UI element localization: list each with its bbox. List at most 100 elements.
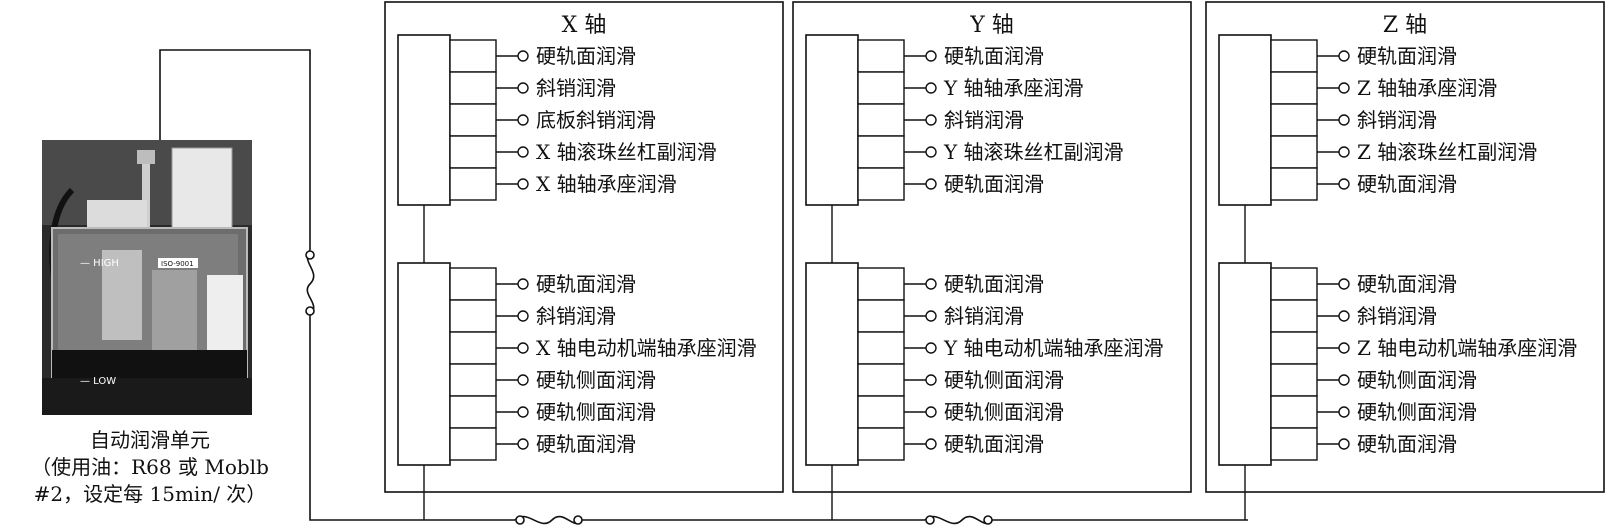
lower-port xyxy=(450,364,496,396)
upper-point-label: Y 轴轴承座润滑 xyxy=(943,76,1084,100)
upper-outlet-node xyxy=(926,51,936,61)
upper-outlet-node xyxy=(1339,179,1349,189)
lower-outlet-node xyxy=(1339,343,1349,353)
upper-point-label: 硬轨面润滑 xyxy=(536,44,636,68)
supply-pipes xyxy=(160,50,1248,524)
upper-point-label: 硬轨面润滑 xyxy=(944,172,1044,196)
lower-point-label: Y 轴电动机端轴承座润滑 xyxy=(943,336,1164,360)
upper-point-label: 斜销润滑 xyxy=(1357,108,1437,132)
upper-port xyxy=(1271,136,1317,168)
lower-point-label: 斜销润滑 xyxy=(1357,304,1437,328)
lower-port xyxy=(450,268,496,300)
upper-distributor xyxy=(398,35,450,205)
lower-distributor xyxy=(806,263,858,465)
lower-port xyxy=(1271,428,1317,460)
lower-port xyxy=(858,364,904,396)
upper-outlet-node xyxy=(518,83,528,93)
lower-outlet-node xyxy=(1339,311,1349,321)
pipe-joint xyxy=(574,516,582,524)
level-low-label: — LOW xyxy=(80,376,116,387)
lower-outlet-node xyxy=(518,439,528,449)
upper-outlet-node xyxy=(926,115,936,125)
unit-caption-line2: （使用油：R68 或 Moblb xyxy=(0,455,300,480)
lower-port xyxy=(1271,364,1317,396)
upper-point-label: Y 轴滚珠丝杠副润滑 xyxy=(943,140,1124,164)
lower-point-label: 硬轨面润滑 xyxy=(536,272,636,296)
lower-point-label: X 轴电动机端轴承座润滑 xyxy=(536,336,757,360)
level-high-label: — HIGH xyxy=(80,258,119,269)
lower-port xyxy=(858,332,904,364)
lower-point-label: 硬轨面润滑 xyxy=(944,272,1044,296)
upper-port xyxy=(450,72,496,104)
upper-port xyxy=(1271,40,1317,72)
upper-point-label: 斜销润滑 xyxy=(536,76,616,100)
upper-outlet-node xyxy=(1339,83,1349,93)
lower-port xyxy=(858,300,904,332)
lower-point-label: 硬轨侧面润滑 xyxy=(944,400,1064,424)
axis-title: Z 轴 xyxy=(1383,13,1427,38)
lower-outlet-node xyxy=(926,407,936,417)
upper-outlet-node xyxy=(518,115,528,125)
upper-outlet-node xyxy=(518,179,528,189)
axis-title: Y 轴 xyxy=(969,13,1014,38)
lower-point-label: 硬轨面润滑 xyxy=(944,432,1044,456)
pipe-joint xyxy=(306,251,314,259)
lower-outlet-node xyxy=(1339,439,1349,449)
lower-port xyxy=(450,300,496,332)
upper-port xyxy=(858,40,904,72)
upper-outlet-node xyxy=(926,179,936,189)
pipe-joint xyxy=(926,516,934,524)
upper-outlet-node xyxy=(926,83,936,93)
lower-point-label: 硬轨面润滑 xyxy=(1357,272,1457,296)
lower-point-label: 硬轨侧面润滑 xyxy=(1357,400,1477,424)
lower-port xyxy=(1271,332,1317,364)
lower-point-label: 硬轨面润滑 xyxy=(536,432,636,456)
lower-point-label: Z 轴电动机端轴承座润滑 xyxy=(1357,336,1577,360)
upper-port xyxy=(858,104,904,136)
upper-port xyxy=(858,168,904,200)
lower-point-label: 硬轨面润滑 xyxy=(1357,432,1457,456)
lower-outlet-node xyxy=(926,279,936,289)
upper-distributor xyxy=(1219,35,1271,205)
lower-outlet-node xyxy=(926,311,936,321)
lower-outlet-node xyxy=(926,439,936,449)
lower-port xyxy=(450,396,496,428)
pipe-joint xyxy=(984,516,992,524)
upper-outlet-node xyxy=(1339,147,1349,157)
upper-outlet-node xyxy=(518,51,528,61)
lower-outlet-node xyxy=(518,407,528,417)
pipe-flex-bottom-2 xyxy=(925,517,992,524)
lower-point-label: 斜销润滑 xyxy=(536,304,616,328)
lower-outlet-node xyxy=(518,375,528,385)
lower-point-label: 硬轨侧面润滑 xyxy=(536,368,656,392)
lower-outlet-node xyxy=(518,343,528,353)
upper-outlet-node xyxy=(1339,115,1349,125)
lower-outlet-node xyxy=(1339,375,1349,385)
upper-port xyxy=(1271,72,1317,104)
lower-outlet-node xyxy=(518,279,528,289)
upper-point-label: X 轴滚珠丝杠副润滑 xyxy=(536,140,717,164)
upper-point-label: Z 轴滚珠丝杠副润滑 xyxy=(1357,140,1537,164)
upper-point-label: 硬轨面润滑 xyxy=(1357,44,1457,68)
upper-outlet-node xyxy=(518,147,528,157)
lower-point-label: 斜销润滑 xyxy=(944,304,1024,328)
upper-port xyxy=(1271,104,1317,136)
lower-port xyxy=(1271,300,1317,332)
pipe-flex-bottom-1 xyxy=(515,517,582,524)
lower-port xyxy=(858,428,904,460)
upper-point-label: 硬轨面润滑 xyxy=(944,44,1044,68)
upper-outlet-node xyxy=(926,147,936,157)
upper-port xyxy=(858,72,904,104)
upper-point-label: 底板斜销润滑 xyxy=(536,108,656,132)
upper-port xyxy=(450,40,496,72)
upper-distributor xyxy=(806,35,858,205)
lower-port xyxy=(450,428,496,460)
pipe-joint xyxy=(516,516,524,524)
unit-caption-line1: 自动润滑单元 xyxy=(0,428,300,453)
lower-distributor xyxy=(398,263,450,465)
upper-port xyxy=(450,104,496,136)
lower-point-label: 硬轨侧面润滑 xyxy=(1357,368,1477,392)
unit-caption-line3: #2，设定每 15min/ 次） xyxy=(0,482,300,507)
